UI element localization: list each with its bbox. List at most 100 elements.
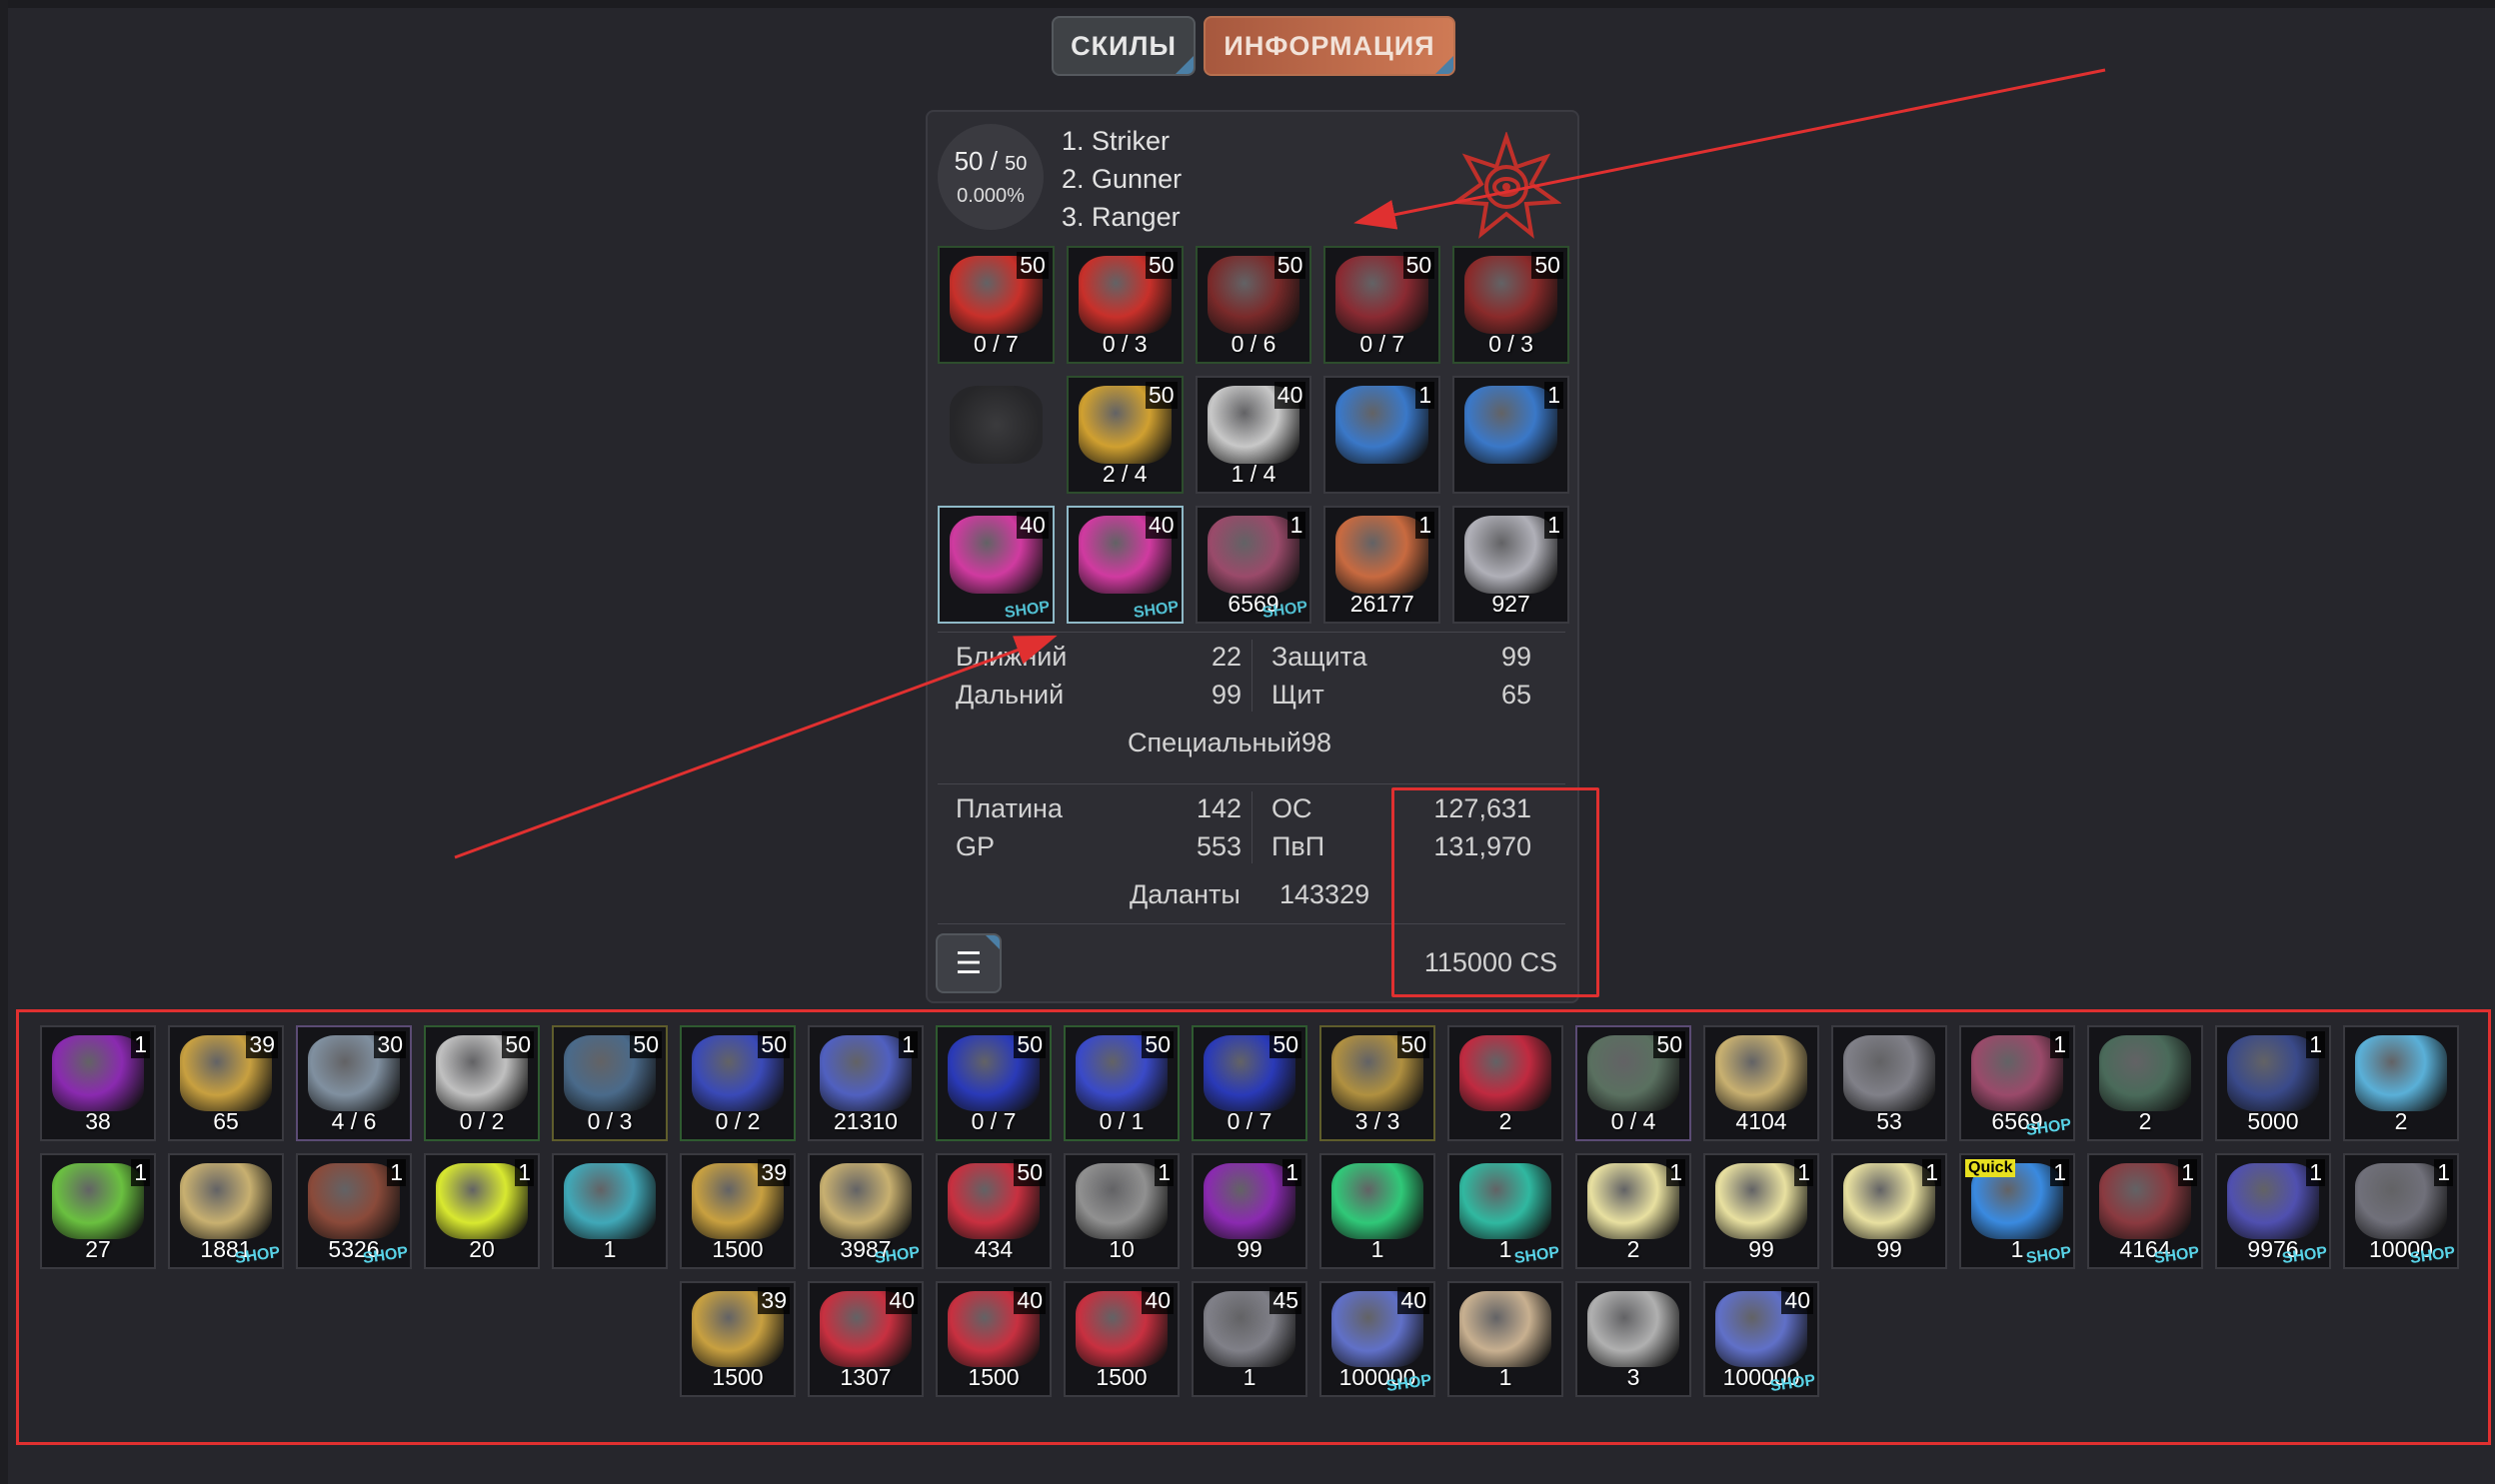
- item-count: 100000: [1338, 1364, 1416, 1390]
- gp-label: GP: [956, 831, 996, 861]
- item-count: 2 / 4: [1102, 461, 1148, 487]
- item-count: 5326: [328, 1236, 380, 1262]
- item-level: 1: [2050, 1159, 2069, 1186]
- item-slot[interactable]: 1: [1452, 376, 1569, 494]
- item-slot[interactable]: 2: [1447, 1025, 1563, 1141]
- item-level: 1: [2178, 1159, 2197, 1186]
- item-slot[interactable]: 39 1500: [680, 1281, 796, 1397]
- shop-tag: SHOP: [1004, 598, 1052, 623]
- class-item: 1. Striker: [1062, 126, 1171, 156]
- item-count: 21310: [834, 1108, 898, 1134]
- os-value: 127,631: [1433, 793, 1531, 823]
- item-count: 5000: [2247, 1108, 2299, 1134]
- tab-skills[interactable]: СКИЛЫ: [1052, 16, 1196, 76]
- item-slot[interactable]: 3: [1575, 1281, 1691, 1397]
- item-slot[interactable]: 2: [2087, 1025, 2203, 1141]
- item-level: 30: [374, 1031, 406, 1058]
- gp-value: 553: [1196, 831, 1242, 861]
- item-slot[interactable]: 1: [1447, 1281, 1563, 1397]
- item-count: 9976: [2247, 1236, 2299, 1262]
- divider: [1251, 640, 1252, 712]
- item-icon: [308, 1163, 400, 1239]
- item-slot[interactable]: 1: [1319, 1153, 1435, 1269]
- item-level: 1: [1286, 512, 1306, 539]
- item-count: 0 / 3: [1488, 331, 1533, 357]
- divider: [938, 632, 1565, 633]
- item-slot[interactable]: 4104: [1703, 1025, 1819, 1141]
- item-icon: [2227, 1163, 2319, 1239]
- item-count: 1500: [712, 1364, 764, 1390]
- item-level: 39: [758, 1287, 790, 1314]
- tab-info[interactable]: ИНФОРМАЦИЯ: [1204, 16, 1455, 76]
- item-slot[interactable]: 2: [2343, 1025, 2459, 1141]
- item-slot[interactable]: 53: [1831, 1025, 1947, 1141]
- item-level: 1: [131, 1031, 150, 1058]
- item-count: 0 / 7: [971, 1108, 1017, 1134]
- empty-slot[interactable]: [938, 376, 1055, 494]
- menu-button[interactable]: ☰: [936, 933, 1002, 993]
- item-level: 40: [1014, 1287, 1046, 1314]
- item-count: 6569: [1228, 591, 1279, 617]
- item-level: 1: [387, 1159, 406, 1186]
- item-slot[interactable]: 1: [552, 1153, 668, 1269]
- item-count: 1500: [1096, 1364, 1148, 1390]
- item-count: 0 / 2: [459, 1108, 505, 1134]
- item-count: 99: [1876, 1236, 1902, 1262]
- item-level: 50: [630, 1031, 662, 1058]
- item-icon: [1587, 1163, 1679, 1239]
- item-icon: [1459, 1163, 1551, 1239]
- item-slot[interactable]: 1: [1323, 376, 1441, 494]
- item-count: 4104: [1735, 1108, 1787, 1134]
